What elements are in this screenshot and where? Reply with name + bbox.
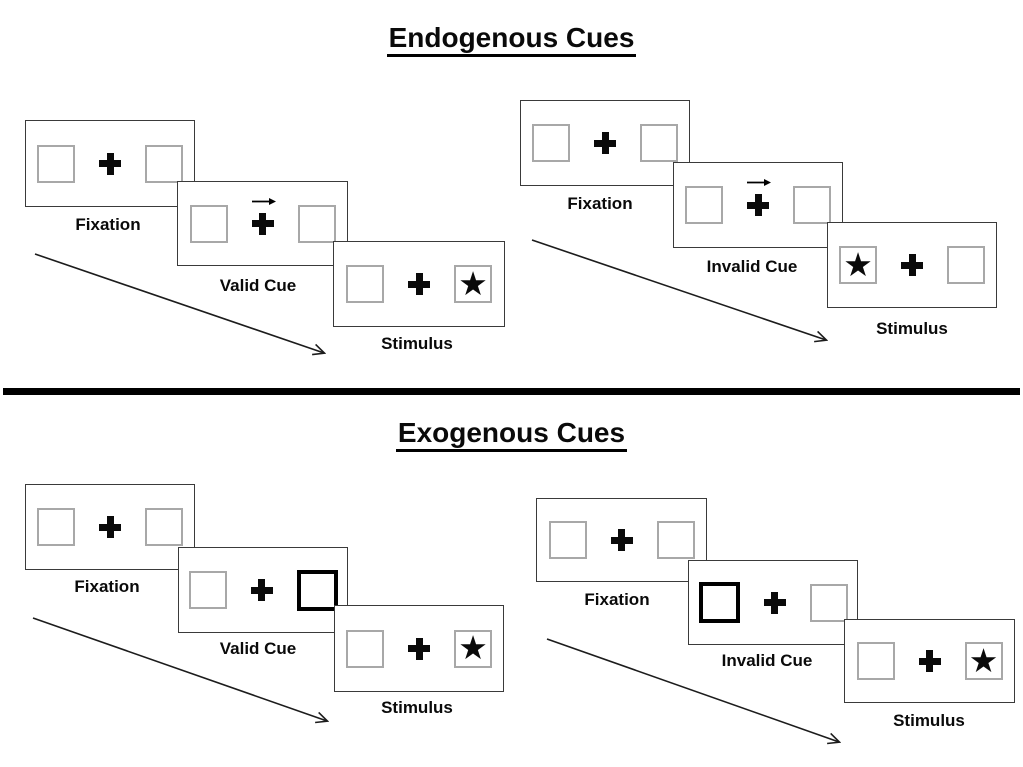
- sequence-arrow: [32, 617, 340, 728]
- right-arrow-icon: [747, 179, 771, 186]
- sequence-arrow: [531, 239, 838, 349]
- invalid-cue-panel: [673, 162, 843, 248]
- right-box-with-star: ★: [454, 629, 492, 668]
- stimulus-panel: ★: [827, 222, 997, 308]
- fixation-cross-icon: [250, 579, 273, 601]
- left-box: [188, 571, 227, 609]
- left-box: [532, 124, 570, 162]
- cue-label: Valid Cue: [219, 276, 297, 295]
- fixation-panel: [520, 100, 690, 186]
- valid-cue-panel: [177, 181, 348, 266]
- left-box: [548, 521, 587, 559]
- left-box-with-star: ★: [839, 246, 877, 284]
- right-box: [297, 204, 336, 243]
- right-box: [145, 508, 183, 546]
- stimulus-label: Stimulus: [876, 319, 948, 338]
- fixation-cross-icon: [408, 637, 430, 660]
- stimulus-panel: ★: [334, 605, 504, 692]
- cue-label: Valid Cue: [219, 639, 297, 658]
- right-box: [947, 246, 985, 284]
- fixation-panel: [25, 120, 195, 207]
- right-box: [656, 521, 695, 559]
- star-stimulus-icon: ★: [458, 264, 488, 302]
- fixation-cross-icon: [594, 132, 616, 154]
- fixation-label: Fixation: [567, 194, 633, 213]
- fixation-label: Fixation: [584, 590, 650, 609]
- valid-cue-panel: [178, 547, 348, 633]
- left-box: [685, 186, 723, 224]
- fixation-cross-icon: [251, 212, 274, 235]
- left-box: [856, 642, 895, 680]
- stimulus-label: Stimulus: [381, 698, 453, 717]
- right-arrow-icon: [251, 197, 276, 205]
- fixation-panel: [536, 498, 707, 582]
- endogenous-section-title: Endogenous Cues: [0, 22, 1023, 57]
- left-box: [346, 629, 384, 668]
- left-box-bold-cue: [698, 582, 740, 623]
- fixation-cross-icon: [901, 254, 923, 276]
- right-box: [793, 186, 831, 224]
- section-divider: [3, 388, 1020, 395]
- right-box-with-star: ★: [964, 641, 1003, 680]
- fixation-cross-icon: [747, 194, 769, 216]
- right-box: [640, 124, 678, 162]
- stimulus-label: Stimulus: [381, 334, 453, 353]
- star-stimulus-icon: ★: [458, 629, 488, 666]
- fixation-cross-icon: [99, 152, 121, 175]
- stimulus-label: Stimulus: [893, 711, 965, 730]
- fixation-label: Fixation: [74, 577, 140, 596]
- right-box-bold-cue: [296, 569, 338, 611]
- fixation-label: Fixation: [75, 215, 141, 234]
- left-box: [37, 508, 75, 546]
- left-box: [37, 144, 75, 183]
- right-box-with-star: ★: [454, 265, 492, 303]
- fixation-cross-icon: [763, 591, 786, 614]
- sequence-arrow: [34, 253, 340, 366]
- cue-label: Invalid Cue: [706, 257, 798, 276]
- stimulus-panel: ★: [844, 619, 1015, 703]
- right-box: [145, 144, 183, 183]
- star-stimulus-icon: ★: [968, 641, 999, 679]
- fixation-cross-icon: [408, 273, 430, 295]
- fixation-cross-icon: [918, 650, 941, 672]
- fixation-cross-icon: [610, 529, 633, 551]
- exogenous-section-title: Exogenous Cues: [0, 417, 1023, 452]
- star-stimulus-icon: ★: [843, 245, 873, 283]
- invalid-cue-panel: [688, 560, 858, 645]
- stimulus-panel: ★: [333, 241, 505, 327]
- fixation-panel: [25, 484, 195, 570]
- sequence-arrow: [546, 638, 853, 752]
- fixation-cross-icon: [99, 516, 121, 538]
- left-box: [346, 265, 384, 303]
- left-box: [189, 204, 228, 243]
- cue-label: Invalid Cue: [721, 651, 813, 670]
- right-box: [809, 583, 848, 622]
